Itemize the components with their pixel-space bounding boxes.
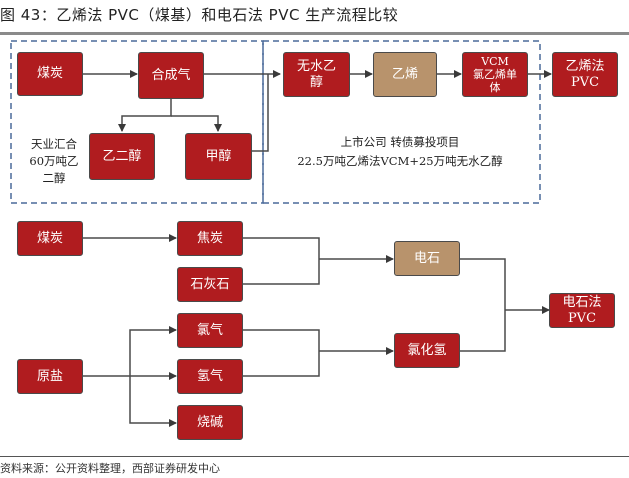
node-limestone: 石灰石 <box>177 267 243 302</box>
note-capacity: 22.5万吨乙烯法VCM+25万吨无水乙醇 <box>297 154 503 168</box>
node-coke: 焦炭 <box>177 221 243 256</box>
node-methanol: 甲醇 <box>185 133 252 180</box>
node-ethylene-pvc: 乙烯法 PVC <box>552 52 618 97</box>
edge-syngas-branch <box>118 99 172 132</box>
note-tianye-project: 天业汇合 60万吨乙 二醇 <box>29 137 79 185</box>
node-label: 煤炭 <box>36 66 63 81</box>
edge-salt-caustic-soda <box>129 376 177 427</box>
node-syngas: 合成气 <box>138 52 204 99</box>
note-listed-company: 上市公司 转债募投项目 <box>340 135 460 149</box>
node-label: 合成气 <box>151 67 191 83</box>
node-anhydrous-ethanol: 无水乙 醇 <box>283 52 350 97</box>
node-label: 电石法 PVC <box>562 294 602 326</box>
node-raw-salt: 原盐 <box>17 359 83 394</box>
edge-gases-merge <box>243 329 320 377</box>
figure-title: 图 43：乙烯法 PVC（煤基）和电石法 PVC 生产流程比较 <box>0 6 399 24</box>
node-label: 氢气 <box>196 368 223 384</box>
node-caustic-soda: 烧碱 <box>177 405 243 440</box>
node-label: 氯化氢 <box>407 342 447 358</box>
edge-methanol-anhydrous-ethanol <box>252 74 269 152</box>
node-coal-bottom: 煤炭 <box>17 221 83 256</box>
source-note: 资料来源：公开资料整理，西部证券研发中心 <box>0 462 220 475</box>
node-chlorine: 氯气 <box>177 313 243 348</box>
node-hydrogen-chloride: 氯化氢 <box>394 333 460 368</box>
node-label: 烧碱 <box>196 414 223 430</box>
node-ethylene: 乙烯 <box>373 52 437 97</box>
edge-salt-chlorine <box>129 326 177 376</box>
node-label: 氯气 <box>196 322 223 338</box>
node-label: VCM 氯乙烯单 体 <box>473 55 517 94</box>
node-label: 乙烯 <box>391 66 418 82</box>
edge-carbide-hcl-merge <box>460 258 506 352</box>
node-ethylene-glycol: 乙二醇 <box>89 133 155 180</box>
node-label: 煤炭 <box>36 230 63 246</box>
node-label: 甲醇 <box>205 148 232 164</box>
footer-divider <box>0 456 629 457</box>
node-label: 原盐 <box>36 368 63 384</box>
node-label: 石灰石 <box>190 276 230 292</box>
title-divider <box>0 32 629 35</box>
node-coal-top: 煤炭 <box>17 52 83 96</box>
node-vcm: VCM 氯乙烯单 体 <box>462 52 528 97</box>
node-carbide-pvc: 电石法 PVC <box>549 293 615 328</box>
node-label: 乙烯法 PVC <box>565 58 605 90</box>
group-box-left <box>10 40 264 204</box>
edge-syngas-methanol <box>171 115 222 132</box>
node-calcium-carbide: 电石 <box>394 241 460 276</box>
node-label: 乙二醇 <box>102 148 142 164</box>
edge-coke-merge <box>243 237 320 285</box>
node-label: 电石 <box>413 250 440 266</box>
node-label: 无水乙 醇 <box>296 58 336 90</box>
node-label: 焦炭 <box>196 230 223 246</box>
node-hydrogen: 氢气 <box>177 359 243 394</box>
